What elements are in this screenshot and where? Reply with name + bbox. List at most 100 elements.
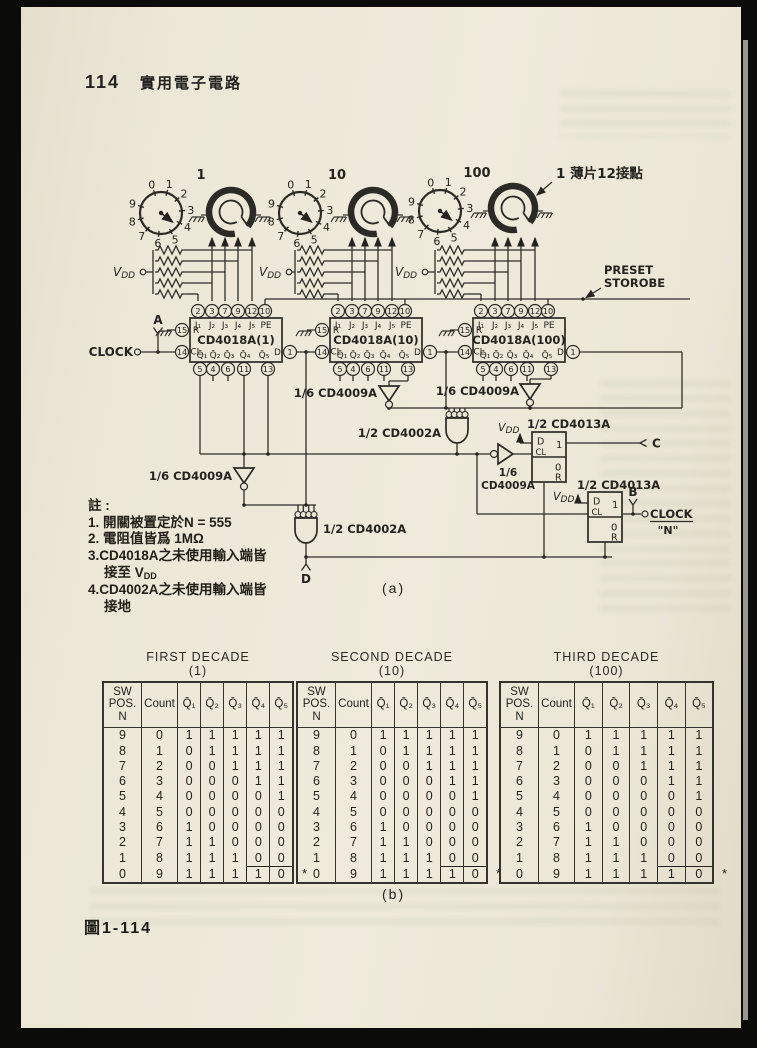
clock-output-n: "N" — [658, 524, 679, 537]
table-cell: 0 — [629, 789, 658, 805]
selector-dial-100[interactable] — [408, 176, 474, 248]
column-header: Q̄₄ — [657, 682, 686, 729]
figure-caption: 圖1-114 — [84, 920, 153, 937]
gate-label: 1/2 CD4002A — [323, 522, 406, 536]
table-cell: 4 — [313, 804, 320, 819]
table-cell: 4 — [119, 804, 126, 819]
column-header: Q̄₃ — [223, 682, 247, 729]
table-cell: 1 — [684, 727, 713, 744]
terminal-label-c: C — [652, 437, 661, 451]
table-cell: 1 — [440, 865, 464, 884]
table-cell: 0 — [394, 804, 418, 820]
column-header: Q̄₃ — [629, 682, 658, 729]
page-header: 114 實用電子電路 — [85, 72, 242, 93]
selector-dial-1[interactable] — [129, 178, 195, 250]
table-cell: 1 — [223, 866, 247, 884]
table-cell: 1 — [176, 835, 201, 851]
page-number: 114 — [85, 72, 121, 92]
table-cell: 1 — [394, 743, 418, 759]
column-header: Q̄₃ — [417, 682, 441, 729]
table-cell: 0 — [601, 820, 630, 836]
table-cell: 1 — [176, 850, 201, 867]
table-cell: 3 — [313, 820, 320, 834]
table-cell: 6 — [538, 820, 575, 836]
column-header: Q̄₂ — [601, 682, 630, 729]
decade-label: 10 — [328, 168, 346, 183]
table-cell: 1 — [200, 727, 224, 744]
table-cell: 1 — [574, 850, 603, 867]
table-cell: 0 — [574, 804, 603, 820]
table-cell: 0 — [657, 850, 686, 867]
wafer-annotation: 1 薄片12接點 — [556, 165, 643, 182]
table-cell: 1 — [629, 743, 658, 759]
table-cell: 1 — [601, 727, 630, 744]
table-cell: 3 — [141, 774, 178, 790]
table-cell: 9 — [538, 866, 575, 884]
table-cell: 1 — [657, 774, 686, 790]
table-cell: 0 — [574, 743, 603, 759]
table-cell: 0 — [176, 758, 201, 775]
table-cell: 3 — [538, 774, 575, 790]
inverter-cd4009a — [233, 467, 255, 491]
preset-strobe-net: PRESET STOROBE — [264, 263, 690, 305]
table-cell: 1 — [684, 774, 713, 790]
table-cell: 0 — [463, 820, 487, 836]
vdd-label: VDD — [498, 421, 519, 436]
table-title: THIRD DECADE — [553, 650, 660, 664]
column-header: SW POS. N — [297, 682, 336, 729]
rotary-wafer-1[interactable] — [189, 190, 271, 234]
table-cell: 1 — [463, 758, 487, 775]
table-cell: 1 — [440, 727, 464, 744]
table-cell: 1 — [394, 866, 418, 884]
table-cell: 0 — [176, 743, 201, 759]
table-cell: 0 — [176, 774, 201, 790]
table-cell: 1 — [223, 727, 247, 744]
table-cell: 1 — [370, 727, 395, 744]
selector-dial-10[interactable] — [268, 178, 334, 250]
table-cell: 1 — [269, 727, 293, 744]
table-cell: 0 — [269, 820, 293, 836]
table-cell: 1 — [538, 743, 575, 759]
table-cell: 0 — [629, 820, 658, 836]
table-cell: 7 — [516, 758, 523, 773]
table-cell: 1 — [657, 727, 686, 744]
column-header: Q̄₁ — [176, 682, 201, 729]
rotary-wafer-10[interactable] — [331, 190, 413, 234]
note-item: 3.CD4018A之未使用輸入端皆 — [88, 548, 267, 564]
table-cell: 0 — [246, 820, 270, 836]
decade-label: 1 — [196, 168, 205, 183]
ic-name: CD4018A(1) — [197, 333, 274, 347]
table-cell: 0 — [394, 820, 418, 836]
table-cell: 0 — [440, 789, 464, 805]
table-cell: 0 — [313, 866, 320, 881]
table-cell: 1 — [516, 850, 523, 865]
table-cell: 3 — [119, 820, 126, 834]
table-cell: 0 — [440, 835, 464, 851]
table-cell: 1 — [417, 743, 441, 759]
table-cell: 1 — [200, 850, 224, 867]
column-header: Q̄₄ — [440, 682, 464, 729]
table-cell: 6 — [335, 820, 372, 836]
terminal-label-b: B — [628, 485, 637, 499]
resistor-bank-wires: VDD VDD VDD — [113, 236, 539, 301]
table-cell: 0 — [684, 804, 713, 820]
table-cell: 2 — [119, 835, 126, 850]
table-cell: 6 — [141, 820, 178, 836]
table-cell: 1 — [417, 866, 441, 884]
terminal-label-a: A — [153, 313, 163, 327]
inverter-label: 1/6 CD4009A — [149, 469, 232, 483]
table-cell: 1 — [574, 820, 603, 836]
